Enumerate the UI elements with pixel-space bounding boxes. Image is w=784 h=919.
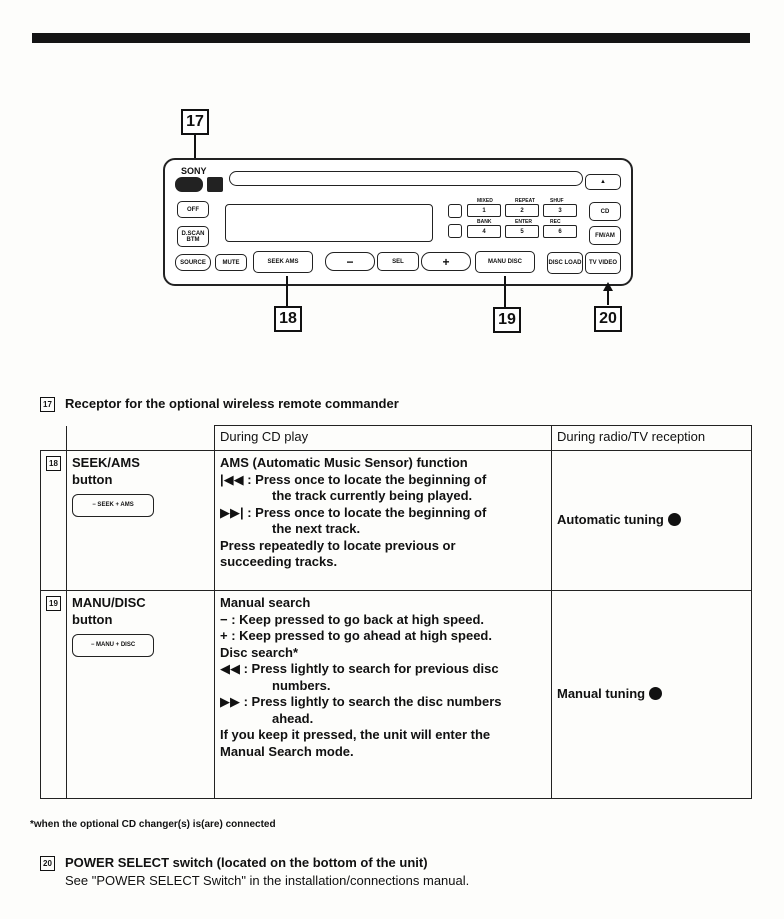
row-18-line-2: |◀◀ : Press once to locate the beginning… [220,471,487,487]
row-18-line-3: the track currently being played. [272,488,473,503]
tv-video-button[interactable]: TV VIDEO [585,252,621,274]
row-18-radio-description: Automatic tuning [557,512,664,528]
row-19-radio-cell: Manual tuning [551,590,752,799]
fm-am-button[interactable]: FM/AM [589,226,621,245]
row-19-line-7: ▶▶ : Press lightly to search the disc nu… [220,694,502,709]
row-18-number: 18 [46,456,61,471]
section-17-heading: 17 Receptor for the optional wireless rem… [40,396,399,412]
table-row: 18 SEEK/AMS button − SEEK + AMS AMS (Aut… [40,450,752,591]
table-row: 19 MANU/DISC button − MANU + DISC Manual… [40,590,752,799]
section-20-number: 20 [40,856,55,871]
callout-18-line [286,276,288,306]
section-20-title: POWER SELECT switch (located on the bott… [65,855,428,870]
reference-circle-icon [667,513,681,527]
row-19-line-3: + : Keep pressed to go ahead at high spe… [220,628,492,643]
header-cd-play: During CD play [214,425,552,451]
seek-ams-button[interactable]: SEEK AMS [253,251,313,273]
preset-label-3: SHUF [550,198,564,204]
row-19-name-line2: button [72,611,113,627]
source-button[interactable]: SOURCE [175,254,211,271]
callout-17: 17 [181,109,209,135]
dscan-button[interactable]: D.SCAN BTM [177,226,209,247]
row-19-line-4: Disc search* [220,644,299,660]
row-18-name-line2: button [72,471,113,487]
row-19-line-1: Manual search [220,595,311,610]
callout-18: 18 [274,306,302,332]
row-18-line-1: AMS (Automatic Music Sensor) function [220,455,468,470]
sel-button[interactable]: SEL [377,252,419,271]
display-window [225,204,433,242]
preset-label-4: BANK [477,219,492,225]
row-19-radio-description: Manual tuning [557,686,646,702]
small-button-lower[interactable] [448,224,462,238]
unit-figure: 17 SONY ▲ OFF D.SCAN BTM MIXED REPEAT SH… [0,0,784,390]
row-18-line-5: the next track. [272,521,361,536]
table-header-row: During CD play During radio/TV reception [40,425,752,451]
disc-slot [229,171,583,186]
row-19-name-line1: MANU/DISC [72,595,146,610]
callout-19-line [504,276,506,308]
row-19-number: 19 [46,596,61,611]
row-18-name-line1: SEEK/AMS [72,455,140,470]
disc-logo-icon [207,177,223,192]
mute-button[interactable]: MUTE [215,254,247,271]
car-stereo-faceplate: SONY ▲ OFF D.SCAN BTM MIXED REPEAT SHUF … [163,158,633,286]
brand-logo: SONY [181,166,207,176]
row-19-line-9: If you keep it pressed, the unit will en… [220,727,491,742]
preset-label-5: ENTER [515,219,532,225]
callout-20-line [607,291,609,305]
preset-label-2: REPEAT [515,198,535,204]
seek-ams-button-icon: − SEEK + AMS [72,494,154,517]
row-18-line-4: ▶▶| : Press once to locate the beginning… [220,504,487,520]
preset-label-6: REC [550,219,561,225]
section-17-number: 17 [40,397,55,412]
row-18-line-7: succeeding tracks. [220,554,338,569]
row-18-radio-cell: Automatic tuning [551,450,752,591]
row-19-line-8: ahead. [272,710,314,726]
reference-circle-icon [649,687,663,701]
row-19-line-6: numbers. [272,677,331,693]
preset-3-button[interactable]: 3 [543,204,577,217]
preset-label-1: MIXED [477,198,493,204]
cd-button[interactable]: CD [589,202,621,221]
minus-button[interactable]: − [325,252,375,271]
preset-2-button[interactable]: 2 [505,204,539,217]
plus-button[interactable]: + [421,252,471,271]
callout-19: 19 [493,307,521,333]
disc-load-button[interactable]: DISC LOAD [547,252,583,274]
section-20-body: See "POWER SELECT Switch" in the install… [65,873,470,888]
row-19-cd-description: Manual search − : Keep pressed to go bac… [214,590,552,799]
section-17-title: Receptor for the optional wireless remot… [65,396,399,411]
callout-17-line [194,135,196,167]
receptor-window [175,177,203,192]
preset-1-button[interactable]: 1 [467,204,501,217]
header-radio-tv: During radio/TV reception [551,425,752,451]
row-19-line-10: Manual Search mode. [220,743,354,759]
row-18-line-6: Press repeatedly to locate previous or [220,537,456,553]
callout-20: 20 [594,306,622,332]
preset-5-button[interactable]: 5 [505,225,539,238]
manu-disc-button-icon: − MANU + DISC [72,634,154,657]
manu-disc-button[interactable]: MANU DISC [475,251,535,273]
section-20-heading: 20 POWER SELECT switch (located on the bo… [40,854,469,872]
top-rule [32,33,750,43]
row-18-cd-description: AMS (Automatic Music Sensor) function |◀… [214,450,552,591]
function-table: During CD play During radio/TV reception… [40,425,752,799]
eject-button[interactable]: ▲ [585,174,621,190]
footnote: *when the optional CD changer(s) is(are)… [30,819,276,830]
section-20: 20 POWER SELECT switch (located on the bo… [40,854,469,890]
row-19-line-5: ◀◀ : Press lightly to search for previou… [220,661,499,676]
off-button[interactable]: OFF [177,201,209,218]
preset-6-button[interactable]: 6 [543,225,577,238]
row-19-line-2: − : Keep pressed to go back at high spee… [220,611,485,627]
bottom-arrow-icon [603,282,613,291]
small-button-upper[interactable] [448,204,462,218]
preset-4-button[interactable]: 4 [467,225,501,238]
